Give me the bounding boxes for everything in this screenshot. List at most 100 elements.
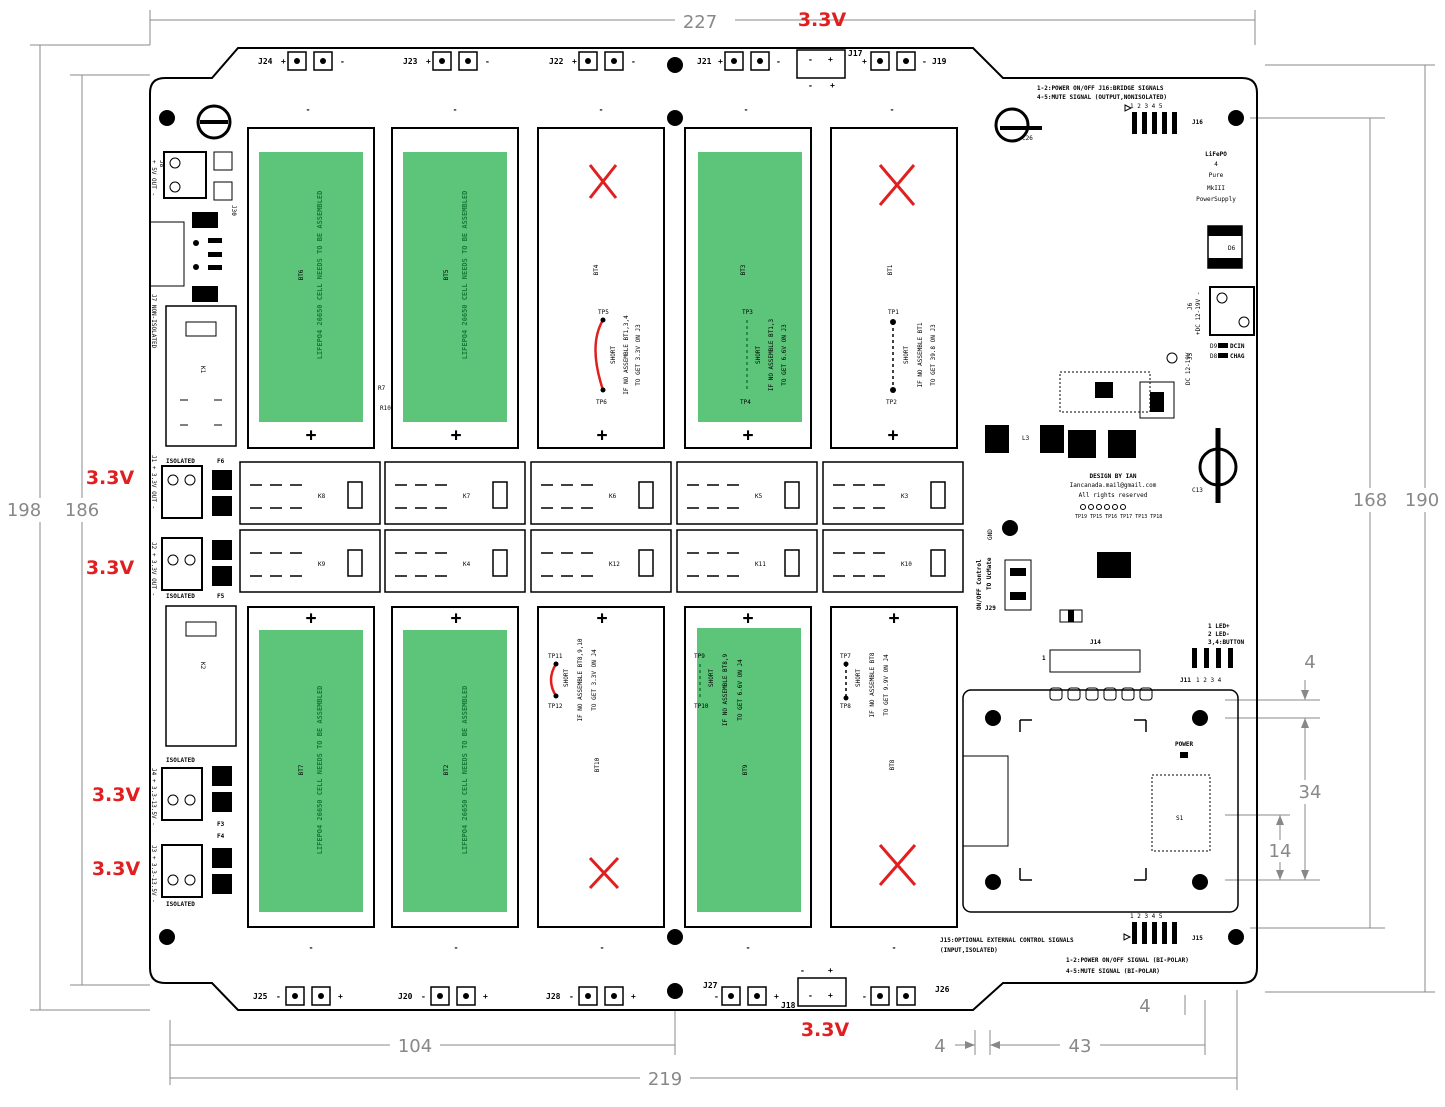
svg-text:SHORT: SHORT: [755, 346, 762, 364]
dim-bottom-43: 43: [1069, 1036, 1092, 1057]
svg-text:+: +: [718, 57, 723, 66]
svg-text:J20: J20: [398, 992, 413, 1001]
svg-text:-: -: [800, 966, 805, 975]
svg-text:-: -: [776, 57, 781, 66]
svg-text:1 2 3 4 5: 1 2 3 4 5: [1130, 913, 1163, 920]
svg-text:LIFEPO4 26650 CELL NEEDS TO BE: LIFEPO4 26650 CELL NEEDS TO BE ASSEMBLED: [316, 191, 324, 360]
relay-contacts: [250, 484, 885, 577]
dim-right-4: 4: [1304, 652, 1315, 673]
svg-text:-: -: [922, 57, 927, 66]
svg-text:SHORT: SHORT: [903, 346, 910, 364]
svg-text:BT7: BT7: [298, 764, 305, 775]
svg-text:J28: J28: [546, 992, 561, 1001]
svg-text:K12: K12: [609, 561, 620, 568]
svg-text:K2: K2: [199, 662, 206, 670]
svg-text:IF NO ASSEMBLE BT8: IF NO ASSEMBLE BT8: [869, 652, 876, 717]
connector-j20: J20 - +: [398, 986, 488, 1006]
svg-text:TP11: TP11: [548, 653, 563, 660]
svg-text:SHORT: SHORT: [610, 346, 617, 364]
voltage-label-top: 3.3V: [798, 9, 847, 31]
connector-j25: J25 - +: [253, 986, 343, 1006]
battery-slot-bt2: + BT2 LIFEPO4 26650 CELL NEEDS TO BE ASS…: [391, 606, 519, 952]
svg-text:-: -: [862, 992, 867, 1001]
svg-text:J23: J23: [403, 57, 418, 66]
svg-text:TO GET 6.6V ON J3: TO GET 6.6V ON J3: [781, 324, 788, 386]
svg-text:+: +: [631, 992, 636, 1001]
svg-text:J7 NON-ISOLATED: J7 NON-ISOLATED: [150, 294, 157, 349]
dim-bottom-4: 4: [934, 1036, 945, 1057]
svg-text:TO GET 9.9V ON J4: TO GET 9.9V ON J4: [883, 654, 890, 716]
svg-text:-: -: [485, 57, 490, 66]
svg-text:R10: R10: [380, 405, 391, 412]
svg-text:CHAG: CHAG: [1230, 353, 1245, 360]
svg-text:4: 4: [1214, 161, 1218, 168]
dim-right-168: 168: [1353, 490, 1387, 511]
svg-text:J25: J25: [253, 992, 268, 1001]
svg-text:1-2:POWER ON/OFF J16:BRIDGE S: 1-2:POWER ON/OFF J16:BRIDGE SIGNALS: [1037, 85, 1164, 92]
svg-text:-: -: [746, 943, 751, 952]
svg-text:J1 + 3.3V OUT -: J1 + 3.3V OUT -: [150, 455, 157, 509]
left-side-components: J8 + 5V OUT - J30 J7 NON-ISOLATED K1 R7 …: [150, 104, 391, 908]
svg-text:TO UcMate: TO UcMate: [986, 557, 993, 590]
svg-text:J24: J24: [258, 57, 273, 66]
svg-text:+DC 12-19V -: +DC 12-19V -: [1195, 292, 1202, 335]
svg-text:J5: J5: [1187, 352, 1194, 360]
svg-text:+: +: [862, 57, 867, 66]
svg-text:+: +: [830, 81, 835, 90]
svg-text:-: -: [569, 992, 574, 1001]
svg-text:BT8: BT8: [889, 759, 896, 770]
svg-text:MkIII: MkIII: [1207, 185, 1225, 192]
svg-text:+: +: [828, 991, 833, 1000]
svg-text:TP2: TP2: [886, 399, 897, 406]
dim-bottom-219: 219: [648, 1069, 682, 1090]
svg-text:+: +: [743, 425, 754, 446]
svg-text:+: +: [281, 57, 286, 66]
svg-text:2 LED-: 2 LED-: [1208, 631, 1230, 638]
connector-j22: J22 + -: [549, 51, 636, 71]
svg-text:ISOLATED: ISOLATED: [166, 757, 195, 764]
svg-text:TP12: TP12: [548, 703, 563, 710]
svg-text:J3 + 3.3-13.5V -: J3 + 3.3-13.5V -: [150, 845, 157, 903]
relay-row-1: [239, 461, 964, 525]
svg-text:TP19 TP15 TP16 TP17 TP13 TP18: TP19 TP15 TP16 TP17 TP13 TP18: [1075, 514, 1162, 520]
svg-text:+ 5V OUT -: + 5V OUT -: [150, 160, 157, 196]
svg-text:+: +: [338, 992, 343, 1001]
svg-text:J14: J14: [1090, 639, 1101, 646]
right-side-components: 1-2:POWER ON/OFF J16:BRIDGE SIGNALS 4-5:…: [940, 85, 1255, 975]
svg-text:TP9: TP9: [694, 653, 705, 660]
svg-text:R7: R7: [378, 385, 386, 392]
svg-text:J30: J30: [230, 205, 237, 216]
svg-text:(INPUT,ISOLATED): (INPUT,ISOLATED): [940, 947, 998, 954]
svg-text:+: +: [451, 608, 462, 629]
svg-text:+: +: [888, 425, 899, 446]
svg-text:-: -: [600, 943, 605, 952]
svg-text:ON/OFF Control: ON/OFF Control: [976, 559, 983, 610]
dim-right-14: 14: [1269, 841, 1292, 862]
svg-text:-: -: [421, 992, 426, 1001]
relay-labels: K8 K7 K6 K5 K3 K9 K4 K12 K11 K10: [318, 493, 912, 568]
svg-text:IF NO ASSEMBLE BT1,3: IF NO ASSEMBLE BT1,3: [768, 318, 775, 391]
svg-text:TP4: TP4: [740, 399, 751, 406]
battery-slot-bt7: + BT7 LIFEPO4 26650 CELL NEEDS TO BE ASS…: [247, 606, 375, 952]
svg-text:BT1: BT1: [887, 264, 894, 275]
svg-text:BT5: BT5: [443, 269, 450, 280]
svg-text:J2 + 3.3V OUT -: J2 + 3.3V OUT -: [150, 542, 157, 596]
svg-text:F6: F6: [217, 458, 225, 465]
svg-text:D6: D6: [1228, 245, 1236, 252]
svg-text:-: -: [453, 105, 458, 114]
svg-text:1-2:POWER ON/OFF SIGNAL (BI-PO: 1-2:POWER ON/OFF SIGNAL (BI-POLAR): [1066, 957, 1189, 964]
svg-text:TO GET 3.3V ON J4: TO GET 3.3V ON J4: [591, 649, 598, 711]
svg-text:DESIGN BY IAN: DESIGN BY IAN: [1090, 473, 1137, 480]
svg-text:Iancanada.mail@gmail.com: Iancanada.mail@gmail.com: [1070, 482, 1157, 489]
dim-bottom-104: 104: [398, 1036, 432, 1057]
svg-text:All rights reserved: All rights reserved: [1079, 492, 1148, 499]
svg-text:J18: J18: [781, 1001, 796, 1010]
svg-text:SHORT: SHORT: [855, 669, 862, 687]
svg-text:-: -: [714, 992, 719, 1001]
battery-slot-bt8: + TP7 TP8 SHORT IF NO ASSEMBLE BT8 TO GE…: [830, 606, 958, 952]
svg-text:-: -: [340, 57, 345, 66]
svg-text:ISOLATED: ISOLATED: [166, 901, 195, 908]
svg-text:DC 12-19V: DC 12-19V: [1185, 352, 1192, 385]
svg-text:PowerSupply: PowerSupply: [1196, 196, 1236, 203]
